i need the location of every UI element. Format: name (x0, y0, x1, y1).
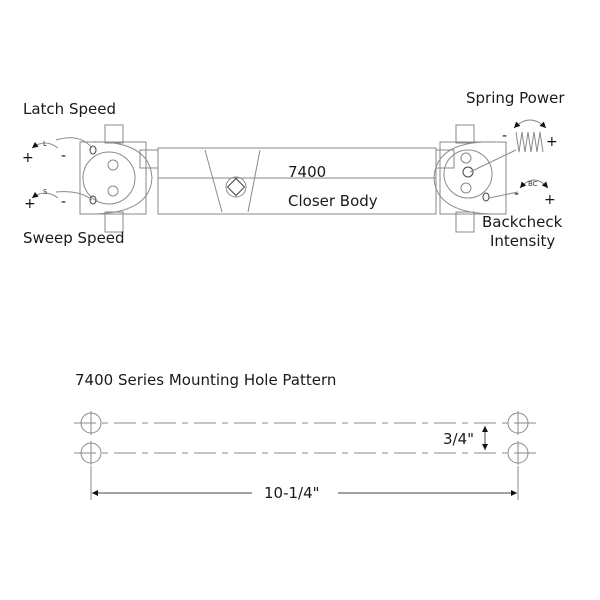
latch-speed-callout: Latch Speed L + - (22, 100, 116, 166)
spring-plus: + (546, 134, 558, 150)
mounting-hole (80, 441, 102, 465)
body-label: Closer Body (288, 192, 378, 210)
model-number: 7400 (288, 163, 326, 181)
closer-body: 7400 Closer Body (139, 147, 455, 215)
sweep-plus: + (24, 196, 36, 212)
latch-letter: L (43, 140, 47, 148)
mounting-hole-pattern: 7400 Series Mounting Hole Pattern 3/4" 1… (74, 371, 536, 502)
latch-plus: + (22, 150, 34, 166)
spring-power-callout: Spring Power - + (466, 89, 565, 173)
spring-power-adjust-icon[interactable] (462, 166, 474, 178)
sweep-minus: - (61, 194, 66, 210)
sweep-speed-callout: S + - Sweep Speed (23, 188, 125, 247)
spring-icon (515, 131, 544, 153)
backcheck-letter: BC (528, 180, 538, 188)
backcheck-label: Backcheck (482, 213, 563, 231)
backcheck-callout: BC - + Backcheck Intensity (482, 179, 563, 250)
backcheck-plus: + (544, 192, 556, 208)
backcheck-minus: - (514, 186, 519, 202)
left-end-cap (79, 124, 153, 233)
intensity-label: Intensity (490, 232, 555, 250)
right-end-cap (433, 124, 507, 233)
latch-speed-label: Latch Speed (23, 100, 116, 118)
horizontal-dimension-label: 10-1/4" (264, 484, 320, 502)
latch-speed-valve-icon[interactable] (89, 145, 97, 155)
pinion-shaft (225, 176, 247, 198)
mounting-hole (507, 441, 529, 465)
spring-power-label: Spring Power (466, 89, 565, 107)
vertical-dimension-label: 3/4" (443, 430, 474, 448)
latch-minus: - (61, 148, 66, 164)
backcheck-valve-icon[interactable] (482, 192, 490, 202)
mounting-hole (80, 411, 102, 435)
sweep-speed-valve-icon[interactable] (89, 195, 97, 205)
spring-minus: - (502, 128, 507, 144)
mounting-hole (507, 411, 529, 435)
sweep-speed-label: Sweep Speed (23, 229, 125, 247)
hole-pattern-title: 7400 Series Mounting Hole Pattern (75, 371, 336, 389)
sweep-letter: S (43, 188, 48, 196)
